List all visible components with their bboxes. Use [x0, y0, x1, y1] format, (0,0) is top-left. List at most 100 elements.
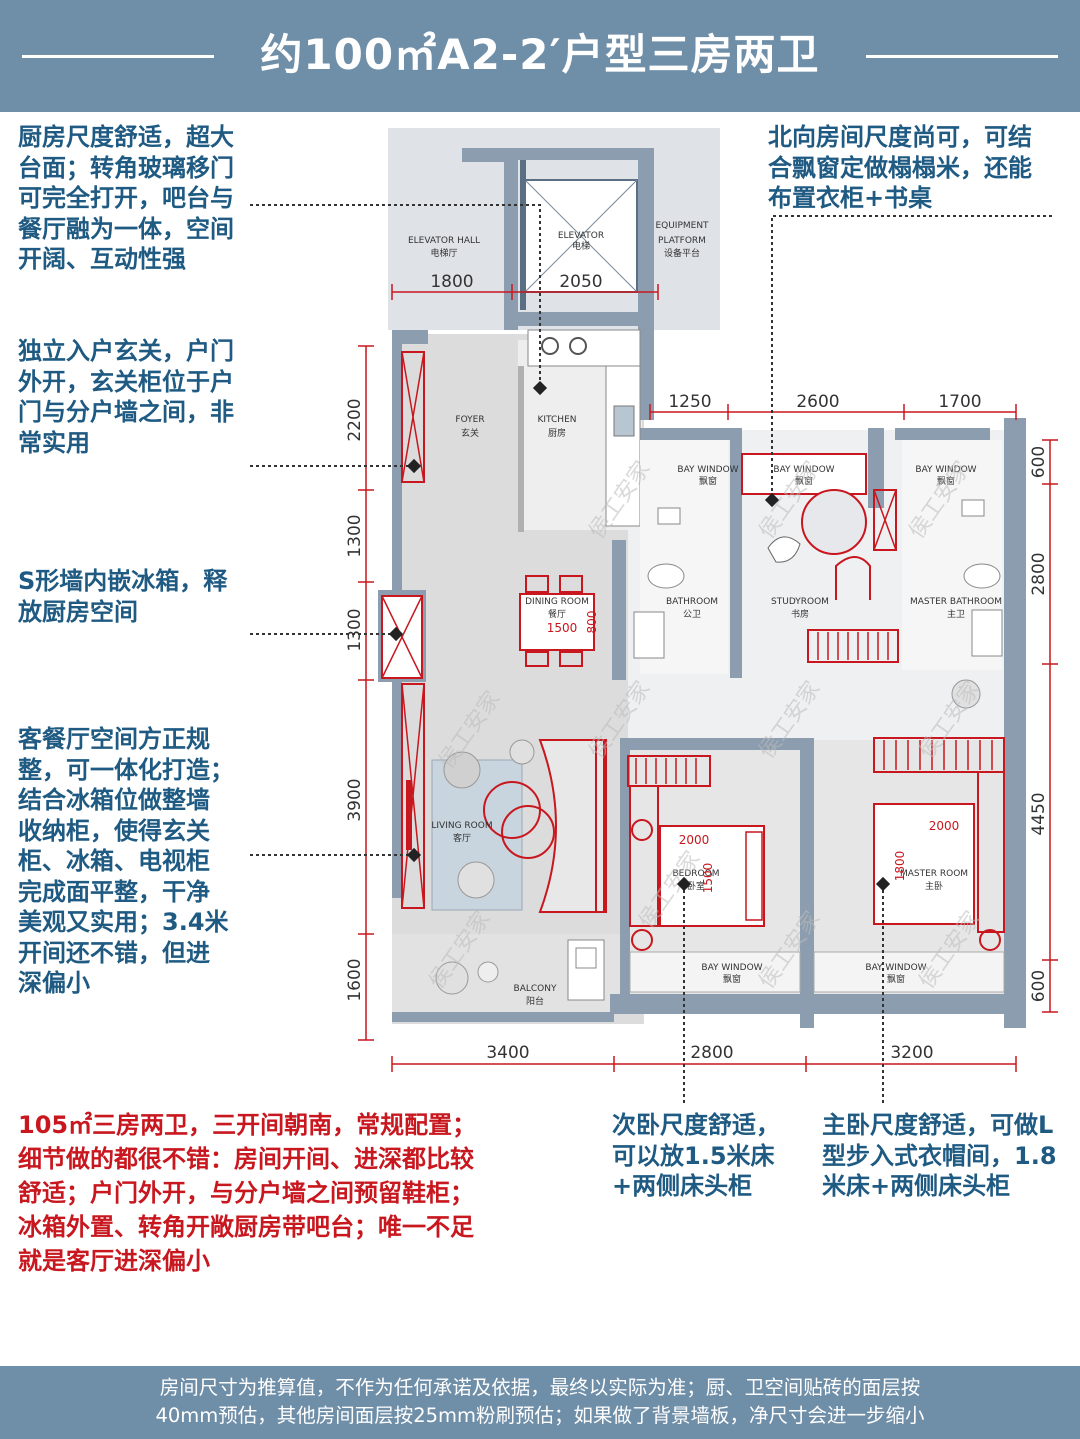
label-elevator-cn: 电梯 [572, 240, 590, 252]
note-summary: 105㎡三房两卫，三开间朝南，常规配置； 细节做的都很不错：房间开间、进深都比较… [18, 1108, 476, 1278]
marker-foyer [406, 458, 422, 474]
dim-bed1-l: 1800 [893, 851, 907, 882]
label-master-room-cn: 主卧 [925, 880, 943, 892]
tv-cabinet [401, 683, 425, 909]
note-line: 型步入式衣帽间，1.8 [822, 1141, 1057, 1170]
note-line: 可以放1.5米床 [612, 1141, 775, 1170]
summary-line: 就是客厅进深偏小 [18, 1247, 210, 1275]
label-living-cn: 客厅 [453, 832, 471, 844]
disclaimer-line: 房间尺寸为推算值，不作为任何承诺及依据，最终以实际为准；厨、卫空间贴砖的面层按 [159, 1376, 921, 1399]
master-wardrobe-hatch [883, 740, 993, 770]
note-fridge: S形墙内嵌冰箱，释 放厨房空间 [18, 566, 227, 627]
master-toilet [963, 563, 1001, 589]
note-line: 独立入户玄关，户门 [18, 337, 234, 365]
dim-2800-right: 2800 [1029, 552, 1049, 595]
dim-bed2-l: 1500 [701, 863, 715, 894]
note-line: +两侧床头柜 [612, 1172, 753, 1200]
dim-bed1-w: 2000 [929, 819, 960, 833]
note-kitchen: 厨房尺度舒适，超大 台面；转角玻璃移门 可完全打开，吧台与 餐厅融为一体，空间 … [18, 122, 234, 275]
label-elevator: ELEVATOR [558, 231, 604, 241]
study-chair [767, 536, 801, 563]
sofa-back [595, 739, 607, 913]
foyer-cabinet [401, 351, 425, 483]
note-line: 常实用 [18, 428, 90, 457]
note-foyer: 独立入户玄关，户门 外开，玄关柜位于户 门与分户墙之间，非 常实用 [18, 336, 234, 458]
label-equipment-cn: 设备平台 [664, 247, 700, 259]
label-dining-cn: 餐厅 [548, 608, 566, 620]
label-bay-window: BAY WINDOW [915, 465, 976, 475]
label-bedroom: BEDROOM [673, 869, 720, 879]
label-foyer: FOYER [455, 415, 484, 425]
note-line: 开间还不错，但进 [18, 938, 210, 967]
label-bay-window-cn: 飘窗 [795, 475, 813, 487]
bedroom2-wardrobe-hatch [635, 758, 697, 784]
label-master-bath: MASTER BATHROOM [910, 597, 1002, 607]
note-line: S形墙内嵌冰箱，释 [18, 567, 228, 595]
label-elevator-hall-cn: 电梯厅 [430, 247, 457, 259]
dining-chair [525, 575, 549, 593]
note-line: 可完全打开，吧台与 [18, 184, 234, 212]
balcony-table [477, 961, 499, 983]
washer-door [575, 947, 597, 969]
dim-1300b: 1300 [345, 608, 365, 651]
bedroom2-side-cabinet [629, 785, 659, 927]
stove-burner [569, 337, 587, 355]
note-line: 门与分户墙之间，非 [18, 398, 234, 426]
label-master-room: MASTER ROOM [900, 869, 968, 879]
dim-600b: 600 [1029, 970, 1049, 1002]
study-bay-window [741, 453, 867, 495]
dimension-labels: 1800 2050 1250 2600 1700 2200 1300 1300 … [345, 272, 1049, 1063]
label-kitchen: KITCHEN [538, 415, 577, 425]
note-line: 整，可一体化打造； [18, 755, 234, 784]
leader-kitchen [250, 204, 541, 388]
armchair [457, 861, 495, 899]
label-balcony-cn: 阳台 [526, 995, 544, 1007]
coffee-table-round [501, 805, 555, 859]
kitchen-sink [613, 405, 635, 437]
note-line: 深偏小 [18, 969, 90, 997]
dim-1250: 1250 [668, 392, 711, 412]
dim-1700: 1700 [938, 392, 981, 412]
label-bay-window: BAY WINDOW [773, 465, 834, 475]
note-line: 台面；转角玻璃移门 [18, 153, 234, 182]
note-line: 放厨房空间 [18, 597, 138, 626]
study-round-table [801, 489, 867, 555]
study-desk-chair [835, 556, 871, 600]
kitchen-glass-door [518, 366, 524, 532]
label-study-cn: 书房 [791, 608, 809, 620]
dim-2200: 2200 [345, 398, 365, 441]
study-wardrobe [873, 489, 897, 551]
balcony-chair [435, 961, 469, 995]
note-line: 布置衣柜+书桌 [768, 184, 933, 212]
marker-living [406, 847, 422, 863]
note-study: 北向房间尺度尚可，可结 合飘窗定做榻榻米，还能 布置衣柜+书桌 [768, 122, 1032, 214]
study-desk-hatch [817, 632, 889, 660]
washing-machine [567, 939, 605, 1001]
bedroom2-pillows [745, 831, 763, 921]
master-bay-window [813, 951, 1005, 993]
bedroom2-bay-window [629, 951, 801, 993]
dim-3900: 3900 [345, 778, 365, 821]
dim-2800: 2800 [690, 1043, 733, 1063]
label-bathroom: BATHROOM [666, 597, 718, 607]
dim-dining-table-w: 800 [585, 611, 599, 634]
dim-1600: 1600 [345, 958, 365, 1001]
dim-2600: 2600 [796, 392, 839, 412]
label-equipment: EQUIPMENT [655, 221, 709, 231]
note-line: 米床+两侧床头柜 [822, 1172, 1011, 1200]
disclaimer-line: 40mm预估，其他房间面层按25mm粉刷预估；如果做了背景墙板，净尺寸会进一步缩… [155, 1404, 925, 1427]
summary-line: 冰箱外置、转角开敞厨房带吧台；唯一不足 [18, 1213, 474, 1241]
note-line: 收纳柜，使得玄关 [18, 816, 210, 845]
note-line: 客餐厅空间方正规 [18, 725, 210, 753]
label-balcony: BALCONY [514, 984, 557, 994]
label-living: LIVING ROOM [431, 821, 492, 831]
master-bed [873, 803, 975, 925]
note-line: 开阔、互动性强 [18, 245, 186, 273]
summary-line: 舒适；户门外开，与分户墙之间预留鞋柜； [18, 1179, 474, 1207]
label-bay-window-cn: 飘窗 [723, 973, 741, 985]
dim-2050: 2050 [559, 272, 602, 292]
bathroom-basin [633, 611, 665, 659]
label-bay-window: BAY WINDOW [701, 963, 762, 973]
kitchen-counter-side [605, 365, 641, 527]
